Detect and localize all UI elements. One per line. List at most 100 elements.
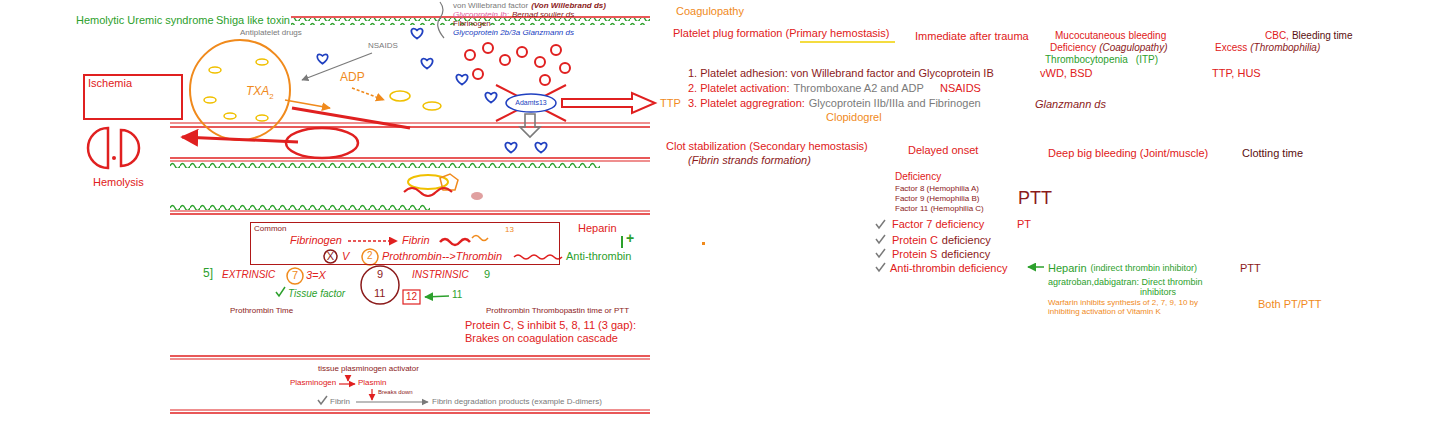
label-text: 1. Platelet adhesion: von Willebrand fac… <box>688 67 994 80</box>
label-text: Heparin <box>1048 262 1087 275</box>
annotation-mark <box>800 41 895 43</box>
label-text: 2. Platelet activation: <box>688 82 790 95</box>
signal-arrow <box>285 2 444 108</box>
label-text: V <box>342 250 349 263</box>
annotation-mark <box>876 235 885 243</box>
label-text: von Willebrand factor <box>453 1 528 11</box>
label-text: (ITP) <box>1136 54 1158 66</box>
node-label: Common <box>254 224 286 234</box>
label-text: Coagulopathy <box>676 5 744 18</box>
label-text: 11 <box>374 287 385 300</box>
label-text: PTT <box>1240 262 1261 275</box>
hemolysis-path <box>112 156 116 160</box>
cascade-drawing <box>621 236 623 248</box>
label-text: agratroban,dabigatran: Direct thrombin <box>1048 277 1203 288</box>
label-text: inhibitors <box>1140 287 1176 298</box>
red-blood-cell <box>500 55 510 65</box>
label-text: PTT <box>1018 188 1052 210</box>
label-text: Tissue factor <box>288 288 345 300</box>
label-text: Anti-thrombin deficiency <box>890 262 1007 275</box>
label-text: Brakes on coagulation cascade <box>465 332 618 345</box>
label-text: Bernad soulier ds <box>512 10 574 20</box>
label-text: Breaks down <box>378 389 413 396</box>
hemolysis-path <box>182 137 298 142</box>
label-text: Fibrinogen <box>290 234 342 247</box>
platelet-heart <box>505 143 516 153</box>
label-text: 5] <box>203 266 213 280</box>
inhibition-cross <box>496 85 566 121</box>
label-text: Anti-thrombin <box>566 250 631 263</box>
inhibition-cross <box>496 85 566 121</box>
label-text: Factor 8 (Hemophilia A) <box>895 184 979 194</box>
label-text: Fibrin degradation products (example D-d… <box>432 397 602 407</box>
hemolysis-path <box>292 108 410 128</box>
endothelium <box>170 203 430 210</box>
label-text: Warfarin inhibits synthesis of 2, 7, 9, … <box>1048 298 1198 308</box>
label-text: (Fibrin strands formation) <box>688 154 811 167</box>
label-text: Shiga like toxin <box>215 14 291 27</box>
label-text: Protein C <box>892 234 938 247</box>
vessel-wall <box>170 122 650 123</box>
label-text: Prothrombin-->Thrombin <box>382 250 502 263</box>
ischemia-box: Ischemia <box>83 74 183 120</box>
label-text: Plasminogen <box>290 378 336 388</box>
label-text: 2 <box>367 250 373 262</box>
cascade-drawing <box>425 296 449 297</box>
label-text: (indirect thrombin inhibitor) <box>1091 263 1198 274</box>
label-text: Plasmin <box>358 378 386 388</box>
hemolysis-path <box>121 130 139 166</box>
red-blood-cell <box>560 63 570 73</box>
label-text: 12 <box>406 291 417 303</box>
label-text: NSAIDS <box>368 41 398 51</box>
node-body: Adamts13 <box>505 93 557 113</box>
node-body: Ischemia <box>85 76 181 118</box>
cascade-drawing <box>403 290 420 304</box>
platelet-heart <box>411 29 422 39</box>
label-text: Factor 11 (Hemophilia C) <box>895 204 984 214</box>
fibrinolysis-drawing <box>356 401 428 402</box>
platelet <box>423 102 441 110</box>
label-text: ADP <box>340 70 365 84</box>
annotation-mark <box>876 220 885 228</box>
platelet-heart <box>421 59 432 69</box>
cascade-drawing <box>361 266 399 304</box>
label-text: Fibrin <box>402 234 430 247</box>
fibrinolysis-drawing <box>347 375 348 381</box>
cascade-drawing <box>362 249 378 265</box>
red-blood-cell <box>517 47 527 57</box>
label-text: (Coagulopathy) <box>1099 42 1167 54</box>
thrombus <box>404 174 483 200</box>
platelet <box>209 67 221 73</box>
red-blood-cell <box>465 43 570 85</box>
label-text: TTP, HUS <box>1212 67 1261 80</box>
thrombus <box>471 192 483 200</box>
signal-arrow <box>438 2 444 38</box>
cascade-drawing <box>440 239 470 245</box>
label-text: TXA <box>246 84 269 98</box>
block-arrow <box>562 93 655 113</box>
cascade-drawing <box>472 236 488 241</box>
label-text: deficiency <box>942 234 991 247</box>
label-text: TTP <box>660 97 681 110</box>
label-text: Bleeding time <box>1292 30 1353 42</box>
label-text: 13 <box>505 225 514 235</box>
label-text: Mucocutaneous bleeding <box>1055 30 1166 42</box>
vessel-wall <box>170 355 650 357</box>
platelet <box>190 40 441 140</box>
red-blood-cell <box>473 69 483 79</box>
label-text: 9 <box>377 268 383 281</box>
label-text: + <box>626 230 634 247</box>
platelet <box>256 59 268 65</box>
label-text: Heparin <box>578 222 617 235</box>
label-text: Antiplatelet drugs <box>240 28 302 38</box>
platelet-heart <box>456 75 467 85</box>
label-text: NSAIDS <box>940 82 981 95</box>
fibrinolysis-drawing <box>371 389 372 400</box>
label-text: Hemolytic Uremic syndrome <box>75 14 215 27</box>
label-text: inhibiting activation of Vitamin K <box>1048 307 1161 317</box>
hemolysis-path <box>88 108 410 168</box>
endothelium <box>170 162 600 169</box>
label-text: (Von Willebrand ds) <box>531 1 606 11</box>
label-text: deficiency <box>941 248 990 261</box>
node-outline <box>506 94 556 112</box>
